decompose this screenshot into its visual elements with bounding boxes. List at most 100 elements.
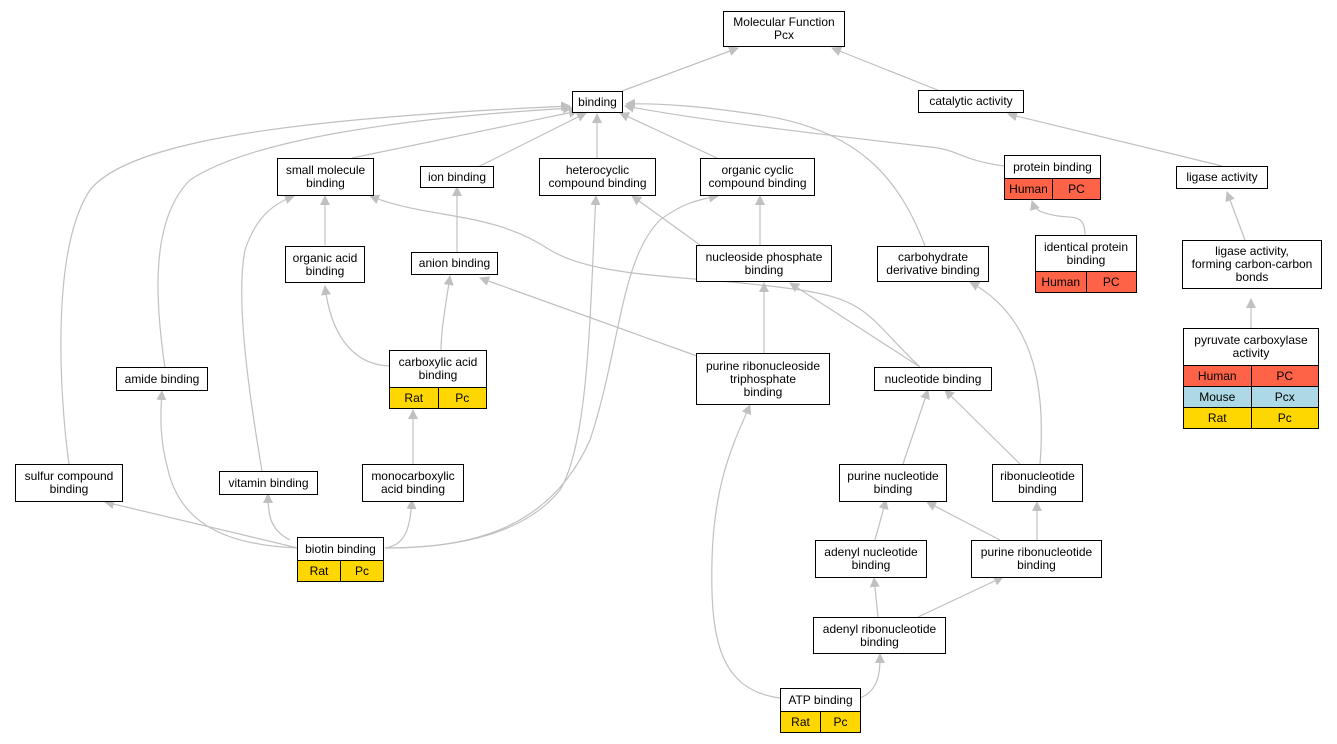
species-tag: Human — [1005, 179, 1052, 199]
species-tag: Rat — [781, 712, 820, 732]
node-label: purine ribonucleotide binding — [980, 545, 1093, 572]
node-label: nucleotide binding — [884, 371, 982, 386]
node-nucleoside-phosphate-binding[interactable]: nucleoside phosphate binding — [696, 245, 832, 282]
node-ribonucleotide-binding[interactable]: ribonucleotide binding — [992, 464, 1083, 502]
node-vitamin-binding[interactable]: vitamin binding — [219, 471, 318, 495]
node-carboxylic-acid-binding[interactable]: carboxylic acid binding Rat Pc — [389, 350, 487, 409]
node-catalytic-activity[interactable]: catalytic activity — [918, 90, 1024, 113]
node-purine-ribonucleotide-binding[interactable]: purine ribonucleotide binding — [971, 540, 1102, 578]
edge-biotin-vitamin — [263, 493, 291, 541]
edge-atp-adenylribonuc — [859, 653, 885, 699]
node-biotin-binding[interactable]: biotin binding Rat Pc — [297, 537, 384, 582]
node-ligase-activity[interactable]: ligase activity — [1176, 166, 1268, 189]
node-label: carbohydrate derivative binding — [886, 250, 980, 277]
node-binding[interactable]: binding — [572, 91, 623, 113]
node-purine-ribonucleoside-triphosphate-binding[interactable]: purine ribonucleoside triphosphate bindi… — [696, 353, 830, 405]
edge-ligase-catalytic — [1007, 111, 1223, 167]
node-pyruvate-carboxylase-activity[interactable]: pyruvate carboxylase activity Human PC M… — [1183, 328, 1319, 429]
species-tag: Mouse — [1184, 387, 1251, 407]
node-carbohydrate-derivative-binding[interactable]: carbohydrate derivative binding — [877, 246, 989, 282]
node-organic-acid-binding[interactable]: organic acid binding — [285, 246, 365, 283]
edge-sulfur-binding — [60, 101, 571, 465]
node-heterocyclic-compound-binding[interactable]: heterocyclic compound binding — [539, 158, 656, 196]
edge-prtp-anion — [479, 276, 698, 357]
species-row: Human PC — [1036, 271, 1136, 292]
edge-ligasecc-ligase — [1225, 191, 1246, 241]
node-label: organic cyclic compound binding — [708, 163, 807, 190]
node-adenyl-nucleotide-binding[interactable]: adenyl nucleotide binding — [815, 540, 927, 578]
node-small-molecule-binding[interactable]: small molecule binding — [277, 158, 374, 196]
node-nucleotide-binding[interactable]: nucleotide binding — [874, 367, 992, 391]
node-label: sulfur compound binding — [24, 469, 114, 496]
node-amide-binding[interactable]: amide binding — [116, 367, 208, 391]
node-label: identical protein binding — [1043, 239, 1129, 267]
species-tag: Rat — [298, 561, 340, 581]
edge-binding-root — [621, 46, 739, 92]
node-label: nucleoside phosphate binding — [705, 249, 823, 277]
gene-tag: Pc — [1250, 408, 1318, 428]
species-row: Rat Pc — [298, 560, 383, 581]
gene-tag: Pc — [437, 388, 486, 408]
edge-biotin-amide — [156, 390, 299, 549]
edge-ion-binding — [475, 112, 587, 169]
edge-nucphos-heterocyclic — [631, 195, 701, 246]
node-label: ATP binding — [788, 692, 853, 707]
gene-tag: PC — [1085, 272, 1136, 292]
species-tag: Rat — [1184, 408, 1251, 428]
node-label: carboxylic acid binding — [398, 355, 478, 382]
edge-adenylribonuc-adenylnuc — [869, 577, 880, 618]
node-label: Molecular Function Pcx — [733, 15, 835, 42]
edge-ribonuc-carbohydrate — [969, 281, 1042, 465]
node-label: protein binding — [1013, 159, 1092, 174]
node-label: vitamin binding — [228, 475, 309, 490]
node-label: organic acid binding — [292, 250, 358, 278]
edge-protein-binding — [624, 102, 1005, 167]
edge-nucleotide-smallmol — [369, 194, 921, 368]
node-atp-binding[interactable]: ATP binding Rat Pc — [780, 688, 861, 733]
node-label: adenyl ribonucleotide binding — [822, 621, 937, 649]
node-sulfur-compound-binding[interactable]: sulfur compound binding — [15, 464, 123, 502]
edge-amide-binding — [157, 103, 573, 369]
node-label: purine ribonucleoside triphosphate bindi… — [705, 358, 821, 399]
node-label: heterocyclic compound binding — [548, 163, 647, 190]
node-label: biotin binding — [305, 541, 376, 556]
edge-nucleotide-nucphos — [789, 282, 921, 368]
edge-ribonuc-nucleotide — [944, 389, 1021, 465]
species-row: Rat Pc — [390, 387, 486, 408]
edge-purnuc-nucleotide — [902, 389, 930, 465]
species-row: Rat Pc — [781, 711, 860, 732]
node-identical-protein-binding[interactable]: identical protein binding Human PC — [1035, 235, 1137, 293]
edge-biotin-monocarboxylic — [384, 499, 417, 549]
node-label: purine nucleotide binding — [847, 469, 939, 496]
species-row-human: Human PC — [1184, 366, 1318, 386]
node-ligase-activity-forming-cc-bonds[interactable]: ligase activity, forming carbon-carbon b… — [1182, 240, 1322, 289]
gene-tag: PC — [1052, 179, 1100, 199]
edge-smallmol-binding — [351, 107, 579, 159]
node-protein-binding[interactable]: protein binding Human PC — [1004, 155, 1101, 200]
node-monocarboxylic-acid-binding[interactable]: monocarboxylic acid binding — [362, 464, 464, 502]
edge-biotin-sulfur — [104, 499, 299, 549]
node-label: small molecule binding — [285, 163, 366, 190]
species-table: Human PC Mouse Pcx Rat Pc — [1184, 365, 1318, 428]
gene-tag: PC — [1250, 366, 1318, 386]
gene-tag: Pc — [820, 712, 860, 732]
node-molecular-function[interactable]: Molecular Function Pcx — [723, 11, 845, 47]
node-label: ligase activity, forming carbon-carbon b… — [1191, 244, 1313, 284]
node-organic-cyclic-compound-binding[interactable]: organic cyclic compound binding — [700, 158, 815, 196]
edge-vitamin-smallmol — [241, 194, 295, 472]
edge-carboxylic-anion — [440, 275, 454, 352]
node-label: ribonucleotide binding — [1000, 469, 1075, 496]
node-label: amide binding — [124, 371, 200, 386]
node-ion-binding[interactable]: ion binding — [420, 166, 494, 188]
species-tag: Human — [1036, 272, 1086, 292]
node-anion-binding[interactable]: anion binding — [411, 252, 498, 275]
node-adenyl-ribonucleotide-binding[interactable]: adenyl ribonucleotide binding — [813, 617, 946, 654]
node-label: pyruvate carboxylase activity — [1194, 333, 1308, 360]
edge-adenylribonuc-purribonuc — [917, 576, 1004, 618]
node-purine-nucleotide-binding[interactable]: purine nucleotide binding — [839, 464, 947, 502]
edge-purribonuc-purnuc — [926, 501, 1001, 541]
species-tag: Rat — [390, 388, 438, 408]
species-tag: Human — [1184, 366, 1251, 386]
node-label: adenyl nucleotide binding — [824, 545, 918, 572]
